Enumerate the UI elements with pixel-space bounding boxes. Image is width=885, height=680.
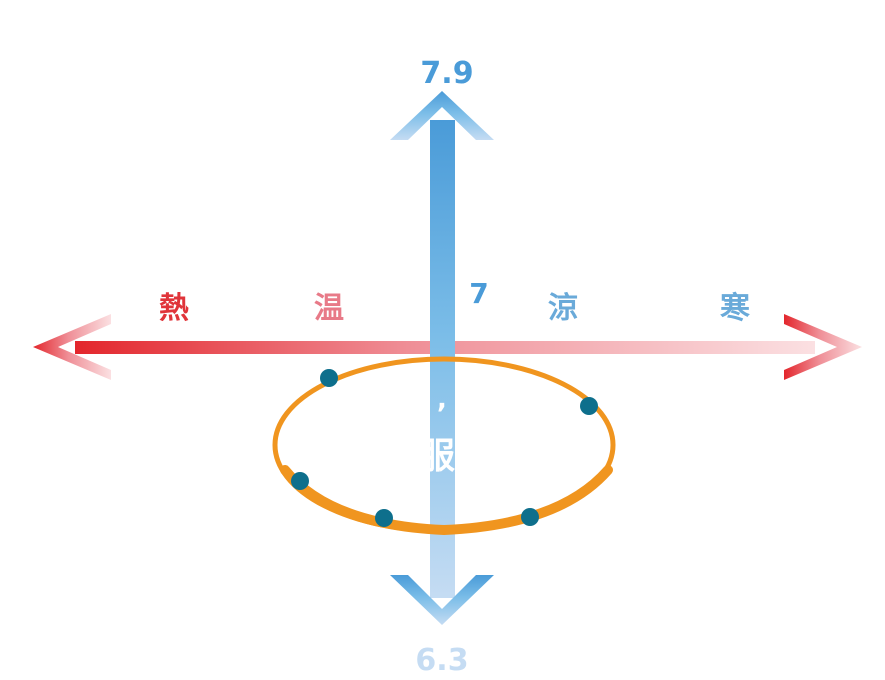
left-arrowhead xyxy=(33,314,111,380)
ring-marker xyxy=(521,508,539,526)
ring-marker xyxy=(291,472,309,490)
ring-center-glyph: 服 xyxy=(419,436,455,477)
label-cold: 寒 xyxy=(720,291,750,326)
bottom-value-label: 6.3 xyxy=(415,643,468,678)
ring-front-arc xyxy=(280,465,613,536)
top-value-label: 7.9 xyxy=(420,56,473,91)
top-arrowhead xyxy=(390,91,494,140)
ring-marker xyxy=(375,509,393,527)
bottom-arrowhead xyxy=(390,575,494,625)
label-warm: 温 xyxy=(314,291,344,326)
label-hot: 熱 xyxy=(159,291,189,326)
ring-marker xyxy=(580,397,598,415)
ring: , 服 xyxy=(272,356,616,536)
right-arrowhead xyxy=(784,314,862,380)
label-cool: 涼 xyxy=(548,291,578,326)
ring-comma-mark: , xyxy=(437,385,447,415)
ring-marker xyxy=(320,369,338,387)
mid-value-label: 7 xyxy=(469,277,488,310)
